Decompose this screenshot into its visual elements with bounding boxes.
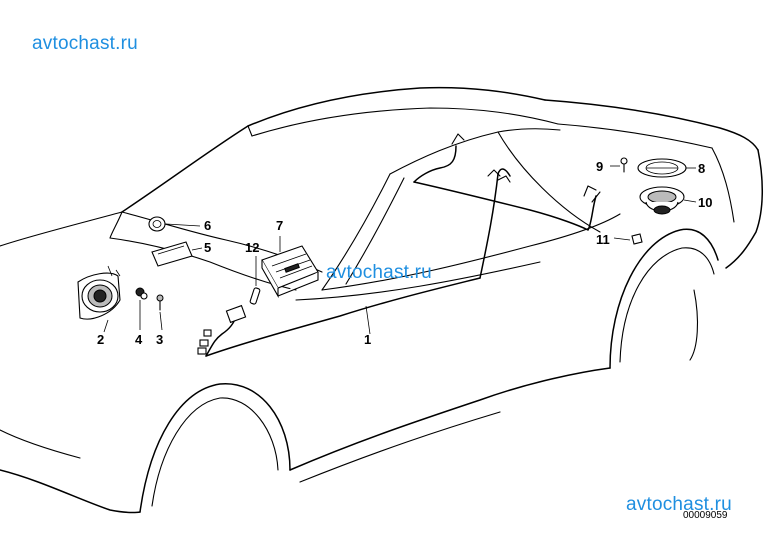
screw-9 xyxy=(620,157,628,173)
watermark-top-left: avtochast.ru xyxy=(32,33,138,54)
callout-4: 4 xyxy=(135,332,143,347)
front-speaker xyxy=(77,265,121,320)
callout-2: 2 xyxy=(97,332,105,347)
callout-7: 7 xyxy=(276,218,284,233)
callout-5: 5 xyxy=(204,240,212,255)
callout-1: 1 xyxy=(364,332,372,347)
callout-10: 10 xyxy=(698,195,713,210)
rear-speaker xyxy=(639,186,685,215)
small-grille xyxy=(148,216,166,232)
wiring-harness xyxy=(197,133,601,357)
callout-8: 8 xyxy=(698,161,706,176)
tweeter-cover xyxy=(151,241,193,267)
callout-6: 6 xyxy=(204,218,212,233)
watermark-center: avtochast.ru xyxy=(326,262,432,283)
callout-12: 12 xyxy=(245,240,260,255)
watermark-bottom-right: avtochast.ru xyxy=(626,494,732,515)
car-body-outline xyxy=(0,86,763,514)
clip-11 xyxy=(631,233,643,245)
fuse-pin xyxy=(249,287,261,305)
callout-11: 11 xyxy=(596,232,610,247)
rear-speaker-cover xyxy=(637,158,687,178)
fasteners-3-4 xyxy=(135,287,164,311)
leader-lines xyxy=(103,165,697,335)
callout-3: 3 xyxy=(156,332,164,347)
callout-9: 9 xyxy=(596,159,604,174)
radio-unit xyxy=(261,245,319,299)
document-number: 00009059 xyxy=(683,510,728,521)
